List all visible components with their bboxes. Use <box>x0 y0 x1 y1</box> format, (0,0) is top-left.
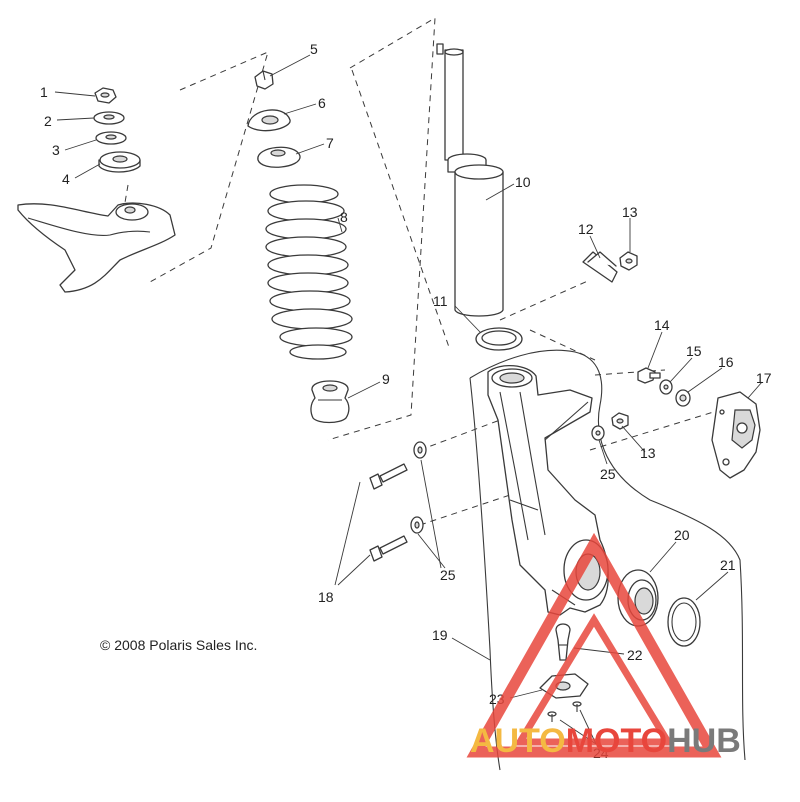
part-2-washer <box>93 111 125 125</box>
part-8-coil-spring <box>265 184 353 360</box>
part-24-screw-a <box>547 711 557 722</box>
callout-11: 11 <box>433 293 448 309</box>
svg-text:AUTOMOTOHUB: AUTOMOTOHUB <box>470 722 741 760</box>
part-19-knuckle <box>487 365 609 616</box>
callout-21: 21 <box>720 557 736 573</box>
callout-3: 3 <box>52 142 60 158</box>
part-18-bolt-lower <box>369 535 408 562</box>
part-7-seat <box>257 146 301 168</box>
callout-13-lower: 13 <box>640 445 656 461</box>
callout-14: 14 <box>654 317 670 333</box>
part-25-washer-a <box>413 441 427 459</box>
part-4-bushing <box>98 151 141 173</box>
callout-4: 4 <box>62 171 70 187</box>
part-15-washer <box>659 379 673 395</box>
part-22-stud <box>555 623 571 661</box>
logo-word-hub: HUB <box>667 722 741 760</box>
frame-bracket <box>17 202 176 293</box>
part-25-washer-c <box>591 425 605 441</box>
part-13-nut-lower <box>611 412 629 430</box>
callout-12: 12 <box>578 221 594 237</box>
callout-10: 10 <box>515 174 531 190</box>
part-5-nut <box>254 70 274 90</box>
callout-19: 19 <box>432 627 448 643</box>
callout-22: 22 <box>627 647 643 663</box>
callout-8: 8 <box>340 209 348 225</box>
callout-7: 7 <box>326 135 334 151</box>
part-17-caliper <box>711 391 761 479</box>
callout-20: 20 <box>674 527 690 543</box>
callout-2: 2 <box>44 113 52 129</box>
callout-15: 15 <box>686 343 702 359</box>
callout-18: 18 <box>318 589 334 605</box>
assembly-outline <box>469 349 746 771</box>
part-13-nut-upper <box>619 251 638 271</box>
callout-1: 1 <box>40 84 48 100</box>
callout-25-left: 25 <box>440 567 456 583</box>
callout-13-upper: 13 <box>622 204 638 220</box>
part-12-clip <box>582 251 618 283</box>
part-21-snap-ring <box>667 597 701 647</box>
callout-16: 16 <box>718 354 734 370</box>
part-9-bump-stop <box>310 380 350 424</box>
callout-9: 9 <box>382 371 390 387</box>
part-24-screw-b <box>572 701 582 712</box>
logo-word-auto: AUTO <box>470 722 566 760</box>
part-10-strut <box>436 43 504 317</box>
part-25-washer-b <box>410 516 424 534</box>
logo-word-moto: MOTO <box>566 722 667 760</box>
callout-17: 17 <box>756 370 772 386</box>
part-3-washer <box>95 131 127 145</box>
part-16-washer <box>675 389 691 407</box>
part-18-bolt-upper <box>369 463 408 490</box>
callout-25-right: 25 <box>600 466 616 482</box>
callout-6: 6 <box>318 95 326 111</box>
part-11-ring <box>475 327 523 351</box>
part-6-retainer <box>247 109 291 132</box>
callout-5: 5 <box>310 41 318 57</box>
copyright-text: © 2008 Polaris Sales Inc. <box>100 637 257 653</box>
warning-triangle-icon <box>466 532 722 758</box>
warning-triangle-inner-icon <box>513 613 675 746</box>
part-1-nut <box>94 87 117 104</box>
watermark-logo: AUTOMOTOHUB <box>466 532 741 760</box>
part-14-bolt <box>637 367 661 384</box>
